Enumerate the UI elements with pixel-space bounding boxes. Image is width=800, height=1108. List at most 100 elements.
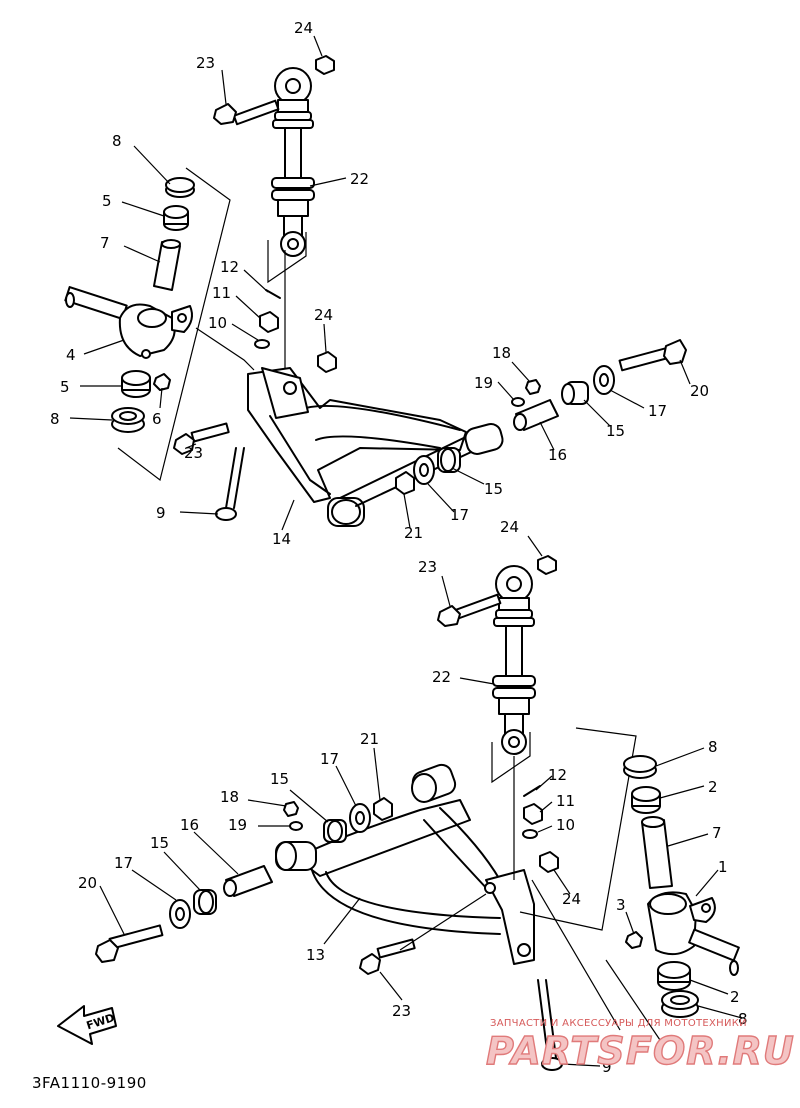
lower-bolt-20 (95, 924, 164, 963)
lower-bracket-line-2 (605, 959, 661, 1041)
callout-l-24b: 24 (562, 890, 581, 908)
callout-l-20: 20 (78, 874, 97, 892)
callout-l-2a: 2 (708, 778, 718, 796)
callout-l-8a: 8 (708, 738, 718, 756)
callout-l-16: 16 (180, 816, 199, 834)
callout-l-23a: 23 (418, 558, 437, 576)
callout-u-21: 21 (404, 524, 423, 542)
upper-washer-17-left (413, 455, 435, 485)
lower-washer-10 (522, 829, 538, 839)
callout-u-17a: 17 (648, 402, 667, 420)
lower-cotter-pin (523, 785, 541, 797)
callout-l-18: 18 (220, 788, 239, 806)
callout-u-23a: 23 (196, 54, 215, 72)
lower-bolt-axis-23 (399, 893, 487, 951)
callout-u-8a: 8 (112, 132, 122, 150)
watermark-logo-left: PARTS (486, 1029, 626, 1073)
callout-l-15a: 15 (270, 770, 289, 788)
upper-bushing-15-right (561, 381, 589, 405)
callout-u-5b: 5 (60, 378, 70, 396)
upper-collar-7 (153, 239, 181, 291)
callout-l-24a: 24 (500, 518, 519, 536)
fwd-arrow: FWD (57, 1005, 117, 1045)
upper-bracket-line (117, 167, 231, 482)
lower-washer-17-left (169, 899, 191, 929)
callout-l-9: 9 (602, 1058, 612, 1076)
callout-u-15a: 15 (606, 422, 625, 440)
upper-a-arm (247, 367, 504, 527)
callout-u-22: 22 (350, 170, 369, 188)
lower-washer-19 (289, 821, 303, 831)
callout-l-22: 22 (432, 668, 451, 686)
upper-bolt-9 (215, 447, 245, 521)
upper-shock-bolt (213, 99, 280, 126)
callout-l-17b: 17 (114, 854, 133, 872)
lower-nut-11 (523, 803, 543, 825)
lower-shock-nut-24 (537, 555, 557, 575)
callout-l-2b: 2 (730, 988, 740, 1006)
callout-u-12: 12 (220, 258, 239, 276)
upper-shock-absorber (267, 67, 315, 284)
callout-l-10: 10 (556, 816, 575, 834)
lower-bolt-23 (359, 938, 416, 975)
lower-shock-absorber (491, 565, 536, 784)
upper-bracket-line-2 (195, 327, 255, 371)
lower-nut-24 (539, 851, 559, 873)
upper-cotter-pin (265, 289, 281, 299)
callout-labels: 24 23 8 22 5 7 12 11 10 24 4 5 6 8 18 19… (50, 19, 748, 1076)
callout-l-12: 12 (548, 766, 567, 784)
callout-l-8b: 8 (738, 1010, 748, 1028)
callout-u-5a: 5 (102, 192, 112, 210)
callout-u-7: 7 (100, 234, 110, 252)
lower-bolt-axis-9 (531, 879, 621, 1031)
callout-u-6: 6 (152, 410, 162, 428)
callout-u-9: 9 (156, 504, 166, 522)
watermark: ЗАПЧАСТИ И АКСЕССУАРЫ ДЛЯ МОТОТЕХНИКИ PA… (485, 1018, 795, 1074)
callout-l-23b: 23 (392, 1002, 411, 1020)
callout-l-7: 7 (712, 824, 722, 842)
callout-l-15b: 15 (150, 834, 169, 852)
lower-bushing-2-bottom (657, 961, 691, 991)
upper-bushing-15-left (437, 447, 461, 473)
callout-u-8b: 8 (50, 410, 60, 428)
upper-shock-nut (315, 55, 335, 75)
callout-u-10: 10 (208, 314, 227, 332)
upper-nut-6 (153, 373, 171, 391)
callout-u-24a: 24 (294, 19, 313, 37)
upper-nut-21 (395, 471, 415, 495)
watermark-tagline: ЗАПЧАСТИ И АКСЕССУАРЫ ДЛЯ МОТОТЕХНИКИ (490, 1018, 747, 1029)
upper-bolt-23-left (173, 422, 230, 455)
lower-knuckle-1 (647, 891, 740, 976)
catalog-number: 3FA1110-9190 (32, 1074, 147, 1092)
callout-l-1: 1 (718, 858, 728, 876)
callout-u-18: 18 (492, 344, 511, 362)
callout-u-11: 11 (212, 284, 231, 302)
callout-u-4: 4 (66, 346, 76, 364)
callout-u-14: 14 (272, 530, 291, 548)
lower-nut-3 (625, 931, 643, 949)
upper-washer-10 (254, 339, 270, 349)
lower-shock-bolt-23 (437, 593, 502, 627)
upper-washer-17-right (593, 365, 615, 395)
callout-u-20: 20 (690, 382, 709, 400)
upper-seal-8-bottom (111, 407, 145, 433)
callout-u-15b: 15 (484, 480, 503, 498)
upper-bolt-20 (618, 339, 687, 372)
upper-washer-8-top (165, 177, 195, 198)
lower-nut-21 (373, 797, 393, 821)
lower-bushing-2-top (631, 786, 661, 814)
lower-a-arm (275, 763, 535, 965)
lower-collar-7 (641, 816, 673, 889)
leader-lines (69, 35, 743, 1067)
upper-bushing-5-top (163, 205, 189, 231)
lower-collar-16 (223, 865, 273, 897)
upper-knuckle (64, 286, 193, 359)
callout-l-21: 21 (360, 730, 379, 748)
callout-u-17b: 17 (450, 506, 469, 524)
callout-l-3: 3 (616, 896, 626, 914)
lower-washer-17-top (349, 803, 371, 833)
upper-nut-24-mid (317, 351, 337, 373)
lower-bracket-line (519, 727, 637, 931)
watermark-logo-right: FOR.RU (626, 1029, 795, 1073)
